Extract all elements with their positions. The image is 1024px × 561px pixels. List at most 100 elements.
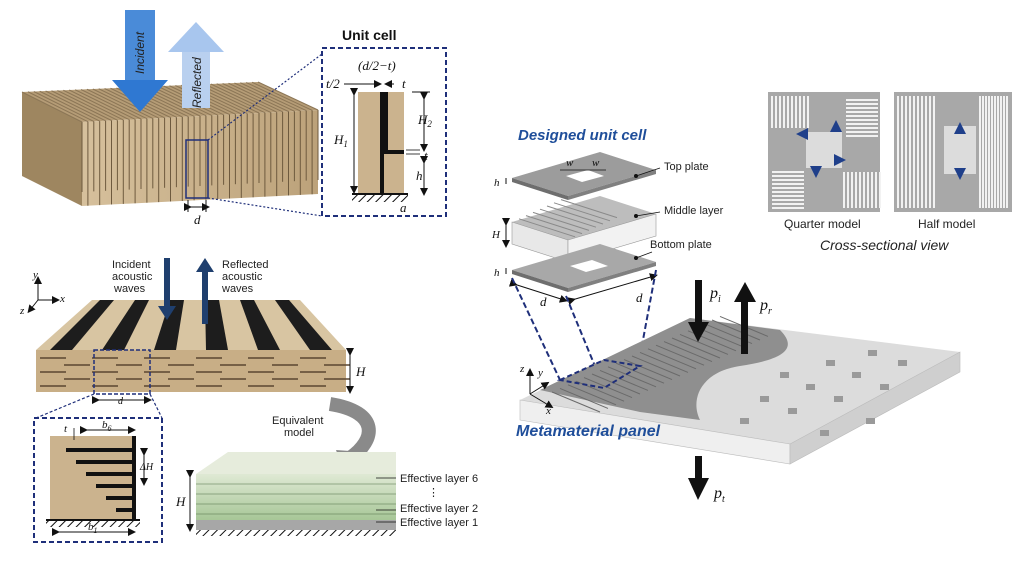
dark-stripe — [275, 300, 332, 350]
mid-line — [546, 205, 604, 225]
slat-top-line — [45, 90, 106, 122]
equivalent-model-2: model — [284, 427, 314, 439]
unit-cell-marker — [185, 139, 209, 199]
mid-line — [539, 208, 597, 228]
slat-top-line — [39, 90, 100, 122]
axis-x-left: x — [59, 293, 65, 305]
slat-top-line — [86, 88, 148, 120]
dotted-link-2 — [207, 197, 323, 217]
half-model-label: Half model — [918, 217, 975, 231]
panel-hatch-line — [623, 359, 673, 381]
panel-hole — [880, 384, 889, 390]
slat-top-line — [33, 91, 95, 122]
slat-top-line — [204, 83, 266, 114]
panel-hatch-line — [551, 391, 601, 413]
panel-hole — [780, 372, 789, 378]
H1-label: H1 — [333, 132, 348, 149]
panel-d-label: d — [118, 396, 124, 407]
axis-z-right: z — [519, 363, 525, 375]
slat-top-line — [234, 82, 295, 112]
reflected-label: Reflected — [190, 57, 204, 108]
slat-top-line — [222, 83, 283, 113]
slat-top-line — [98, 88, 159, 119]
slat-top-line — [216, 83, 277, 113]
metamaterial-panel: z y x pi pr pt Metamaterial panel — [516, 280, 961, 505]
bottom-plate-hole — [570, 260, 608, 272]
pt-label: pt — [713, 485, 725, 505]
half-arrows — [954, 122, 966, 180]
unit-cell-box: Unit cell (d/2−t) t/2 t H1 H2 t h a — [321, 27, 447, 217]
pt-arrow: pt — [688, 456, 725, 505]
mid-line — [525, 215, 583, 235]
layer-stack-top — [196, 452, 396, 474]
panel-hatch-line — [559, 387, 609, 409]
a-label: a — [400, 200, 407, 215]
slat-top-line — [51, 90, 112, 121]
layer-6: Effective layer 6 — [400, 473, 478, 485]
top-d-label: d — [194, 212, 201, 227]
reflected-acoustic-2: acoustic — [222, 271, 263, 283]
axis-triad-right: z y x — [519, 363, 554, 417]
slat-top-line — [240, 82, 301, 112]
detail-t-label: t — [64, 423, 68, 435]
incident-acoustic: Incident acoustic waves — [112, 258, 176, 320]
finger — [116, 508, 132, 512]
t-label-top: t — [402, 76, 406, 91]
panel-hole — [898, 360, 907, 366]
slat-top-line — [57, 90, 118, 121]
slat-top-line — [80, 89, 142, 120]
curved-arrow — [328, 397, 376, 464]
layer-2: Effective layer 2 — [400, 503, 478, 515]
bottom-plate-label: Bottom plate — [650, 239, 712, 251]
panel-hatch-line — [607, 366, 657, 388]
incident-acoustic-3: waves — [113, 283, 146, 295]
finger — [96, 484, 132, 488]
t-half-label: t/2 — [326, 76, 340, 91]
panel-hatch-line — [639, 351, 689, 373]
axis-triad-left: y x z — [19, 269, 65, 317]
layer-dots: ⋮ — [428, 487, 439, 499]
w1-label: w — [566, 157, 574, 169]
panel-hole — [820, 430, 829, 436]
half-lines — [897, 96, 1008, 208]
w2-label: w — [592, 157, 600, 169]
mid-line — [518, 218, 576, 238]
panel-hole — [806, 384, 815, 390]
cross-sections: Quarter model Half model Cross-sectional… — [768, 92, 1012, 253]
axis-y-right: y — [537, 367, 543, 379]
t-label-mid: t — [424, 148, 428, 163]
panel-hatch-line — [655, 344, 705, 366]
slat-top-line — [245, 82, 307, 112]
h-label: h — [416, 168, 423, 183]
slat-top-line — [74, 89, 136, 120]
panel-hatch-line — [671, 337, 721, 359]
right-h2-label: h — [494, 267, 500, 279]
panel-hatch-line — [631, 355, 681, 377]
reflected-arrow: Reflected — [168, 22, 224, 108]
equivalent-model-1: Equivalent — [272, 415, 323, 427]
dark-stripe — [50, 300, 114, 350]
axis-y-left: y — [32, 269, 38, 281]
right-d1-label: d — [540, 294, 547, 309]
panel-hatch-line — [567, 384, 617, 406]
quarter-arrows — [796, 120, 846, 178]
reflected-acoustic-3: waves — [221, 283, 254, 295]
pi-arrow: pi — [688, 280, 721, 342]
panel-cell-marker — [93, 349, 151, 395]
slat-top-line — [210, 83, 272, 113]
middle-layer-lines — [518, 199, 618, 238]
slat-top-line — [228, 82, 289, 112]
pi-label: pi — [709, 285, 721, 305]
incident-arrow: Incident — [112, 10, 168, 112]
panel-holes — [740, 350, 907, 436]
panel-hole — [740, 418, 749, 424]
cross-section-label: Cross-sectional view — [820, 237, 949, 253]
slat-top-line — [251, 81, 313, 111]
panel-hole — [868, 350, 877, 356]
panel-hatch-line — [663, 341, 713, 363]
top-plate-hole — [566, 170, 604, 182]
equivalent-model: Equivalent model H Effective layer 6 ⋮ E… — [175, 397, 478, 536]
designed-title: Designed unit cell — [518, 127, 647, 144]
cell-outline — [556, 358, 643, 390]
